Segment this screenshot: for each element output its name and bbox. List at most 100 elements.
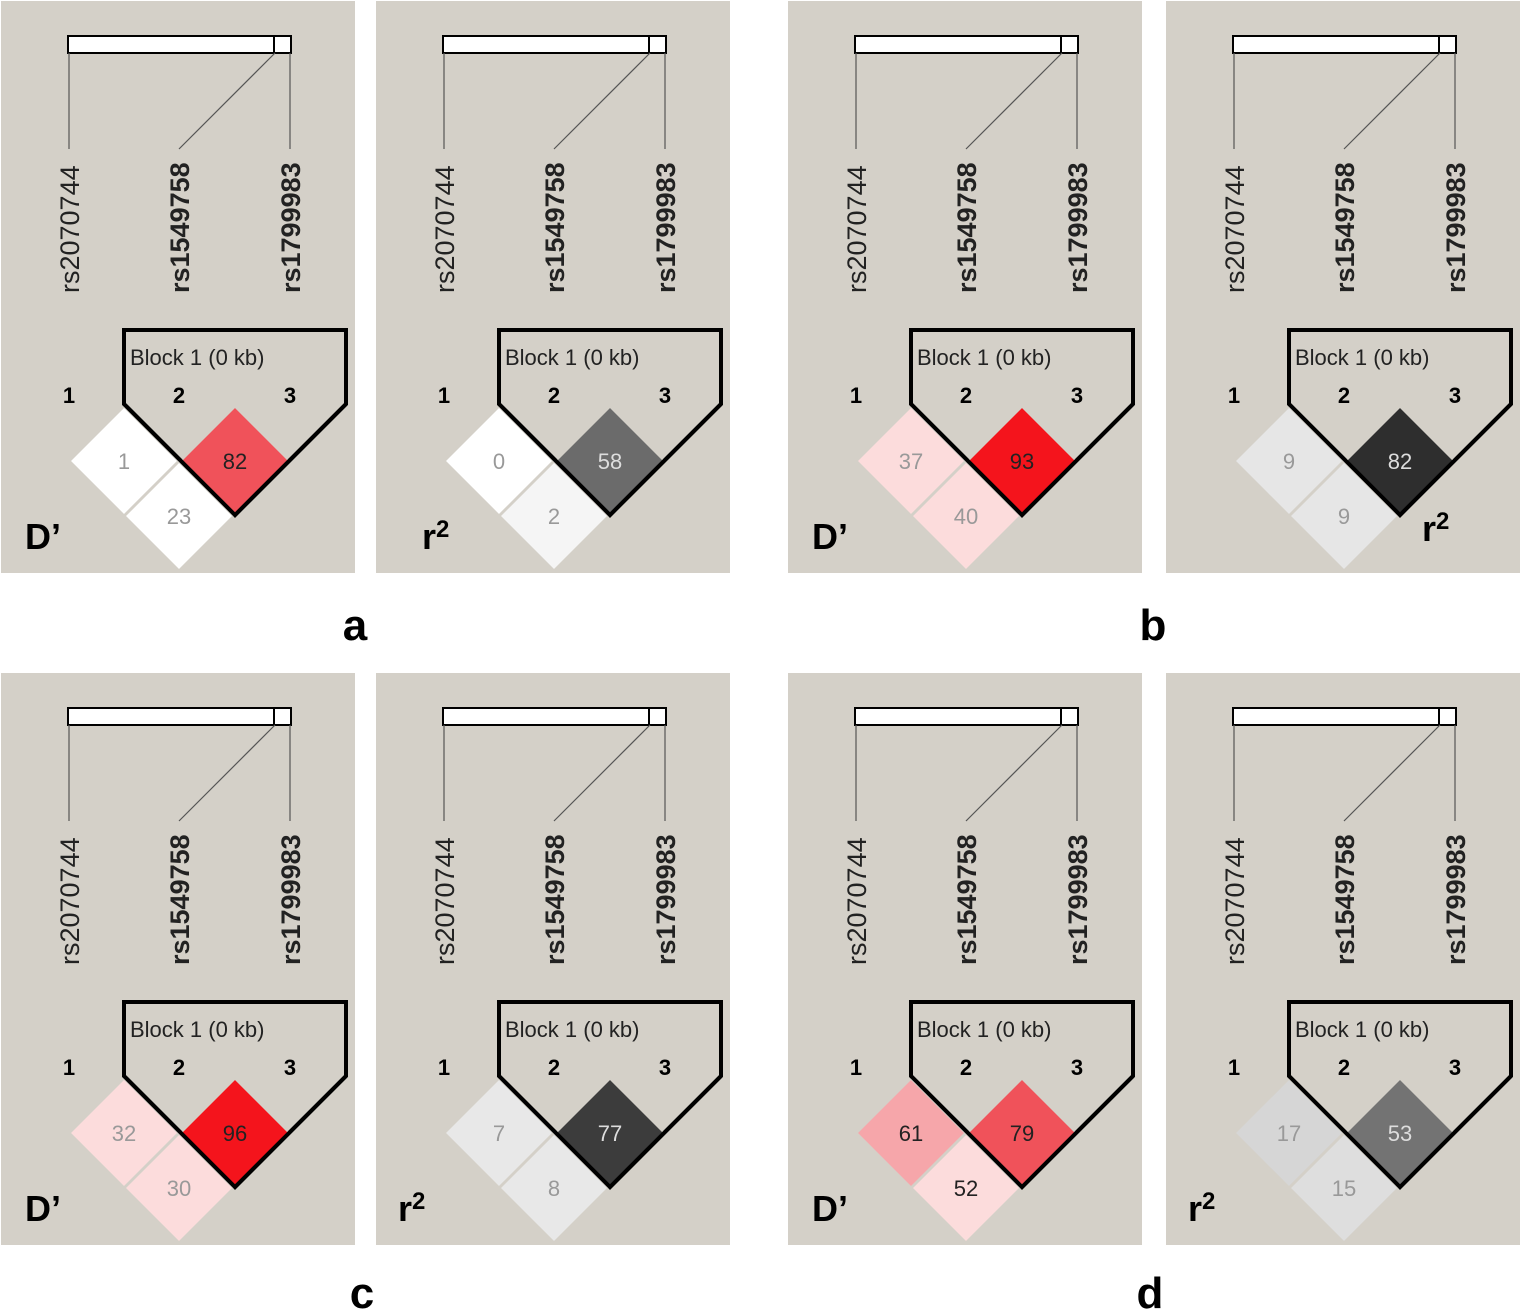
ld-value-pair13: 30 [167, 1176, 191, 1201]
snp-index-1: 1 [1228, 1055, 1240, 1080]
group-label-b: b [1140, 601, 1167, 650]
snp-connector-2 [965, 52, 1063, 150]
snp-index-1: 1 [1228, 383, 1240, 408]
ld-value-pair23: 82 [1388, 449, 1412, 474]
ld-value-pair13: 2 [548, 504, 560, 529]
measure-label-r2: r2 [398, 1188, 425, 1229]
snp-label-1: rs2070744 [842, 837, 872, 965]
block-outline-front [122, 1074, 348, 1190]
block-outline-front [497, 402, 723, 518]
snp-label-3: rs1799983 [1063, 834, 1093, 965]
snp-label-1: rs2070744 [430, 837, 460, 965]
snp-index-3: 3 [1449, 383, 1461, 408]
snp-label-2: rs1549758 [165, 834, 195, 965]
ld-cell-pair12 [855, 405, 967, 517]
snp-index-3: 3 [659, 383, 671, 408]
gene-bar [67, 707, 292, 726]
block-label: Block 1 (0 kb) [1295, 1017, 1430, 1042]
snp-label-3: rs1799983 [651, 834, 681, 965]
snp-index-3: 3 [1449, 1055, 1461, 1080]
ld-cell-pair13 [498, 460, 610, 572]
ld-value-pair13: 52 [954, 1176, 978, 1201]
measure-label-r2: r2 [422, 516, 449, 557]
snp-label-3: rs1799983 [1441, 834, 1471, 965]
snp-label-3: rs1799983 [651, 162, 681, 293]
snp-connector-2 [965, 724, 1063, 822]
gene-bar [1232, 35, 1457, 54]
snp-connector-2 [1343, 724, 1441, 822]
snp-index-3: 3 [659, 1055, 671, 1080]
block-label: Block 1 (0 kb) [917, 345, 1052, 370]
ld-value-pair13: 23 [167, 504, 191, 529]
ld-value-pair12: 1 [118, 449, 130, 474]
gene-bar [442, 707, 667, 726]
snp-index-2: 2 [173, 1055, 185, 1080]
snp-label-2: rs1549758 [1330, 162, 1360, 293]
measure-label-dprime: D’ [25, 1188, 61, 1229]
ld-value-pair12: 37 [899, 449, 923, 474]
ld-value-pair13: 8 [548, 1176, 560, 1201]
ld-cell-pair12 [443, 405, 555, 517]
snp-connector-2 [178, 52, 276, 150]
snp-index-1: 1 [63, 383, 75, 408]
ld-cell-pair12 [68, 1077, 180, 1189]
group-label-d: d [1137, 1269, 1164, 1312]
ld-cell-pair12 [443, 1077, 555, 1189]
ld-value-pair23: 53 [1388, 1121, 1412, 1146]
ld-cell-pair13 [123, 1132, 235, 1244]
block-outline-front [122, 402, 348, 518]
block-outline-front [497, 1074, 723, 1190]
snp-label-3: rs1799983 [276, 834, 306, 965]
block-outline-front [909, 402, 1135, 518]
ld-value-pair23: 82 [223, 449, 247, 474]
ld-cell-pair13 [123, 460, 235, 572]
snp-index-2: 2 [548, 1055, 560, 1080]
ld-value-pair23: 77 [598, 1121, 622, 1146]
snp-index-2: 2 [960, 1055, 972, 1080]
ld-cell-pair13 [498, 1132, 610, 1244]
ld-value-pair12: 7 [493, 1121, 505, 1146]
snp-label-1: rs2070744 [1220, 165, 1250, 293]
ld-value-pair23: 58 [598, 449, 622, 474]
ld-cell-pair12 [1233, 405, 1345, 517]
snp-label-1: rs2070744 [55, 837, 85, 965]
snp-connector-2 [553, 52, 651, 150]
ld-value-pair23: 93 [1010, 449, 1034, 474]
snp-label-2: rs1549758 [540, 834, 570, 965]
ld-cell-pair13 [1288, 1132, 1400, 1244]
ld-value-pair12: 9 [1283, 449, 1295, 474]
block-outline-front [909, 1074, 1135, 1190]
block-label: Block 1 (0 kb) [130, 345, 265, 370]
snp-connector-2 [553, 724, 651, 822]
snp-label-2: rs1549758 [952, 162, 982, 293]
ld-value-pair12: 17 [1277, 1121, 1301, 1146]
ld-cell-pair13 [1288, 460, 1400, 572]
snp-label-1: rs2070744 [1220, 837, 1250, 965]
snp-index-1: 1 [438, 1055, 450, 1080]
block-label: Block 1 (0 kb) [917, 1017, 1052, 1042]
ld-value-pair23: 96 [223, 1121, 247, 1146]
snp-index-2: 2 [548, 383, 560, 408]
ld-value-pair13: 9 [1338, 504, 1350, 529]
block-outline-front [1287, 1074, 1513, 1190]
snp-label-1: rs2070744 [842, 165, 872, 293]
gene-bar [442, 35, 667, 54]
ld-value-pair12: 0 [493, 449, 505, 474]
ld-cell-pair12 [68, 405, 180, 517]
snp-index-3: 3 [284, 1055, 296, 1080]
snp-index-1: 1 [850, 1055, 862, 1080]
snp-label-3: rs1799983 [1441, 162, 1471, 293]
ld-value-pair23: 79 [1010, 1121, 1034, 1146]
block-label: Block 1 (0 kb) [505, 345, 640, 370]
measure-label-dprime: D’ [812, 1188, 848, 1229]
ld-value-pair13: 40 [954, 504, 978, 529]
measure-label-dprime: D’ [812, 516, 848, 557]
